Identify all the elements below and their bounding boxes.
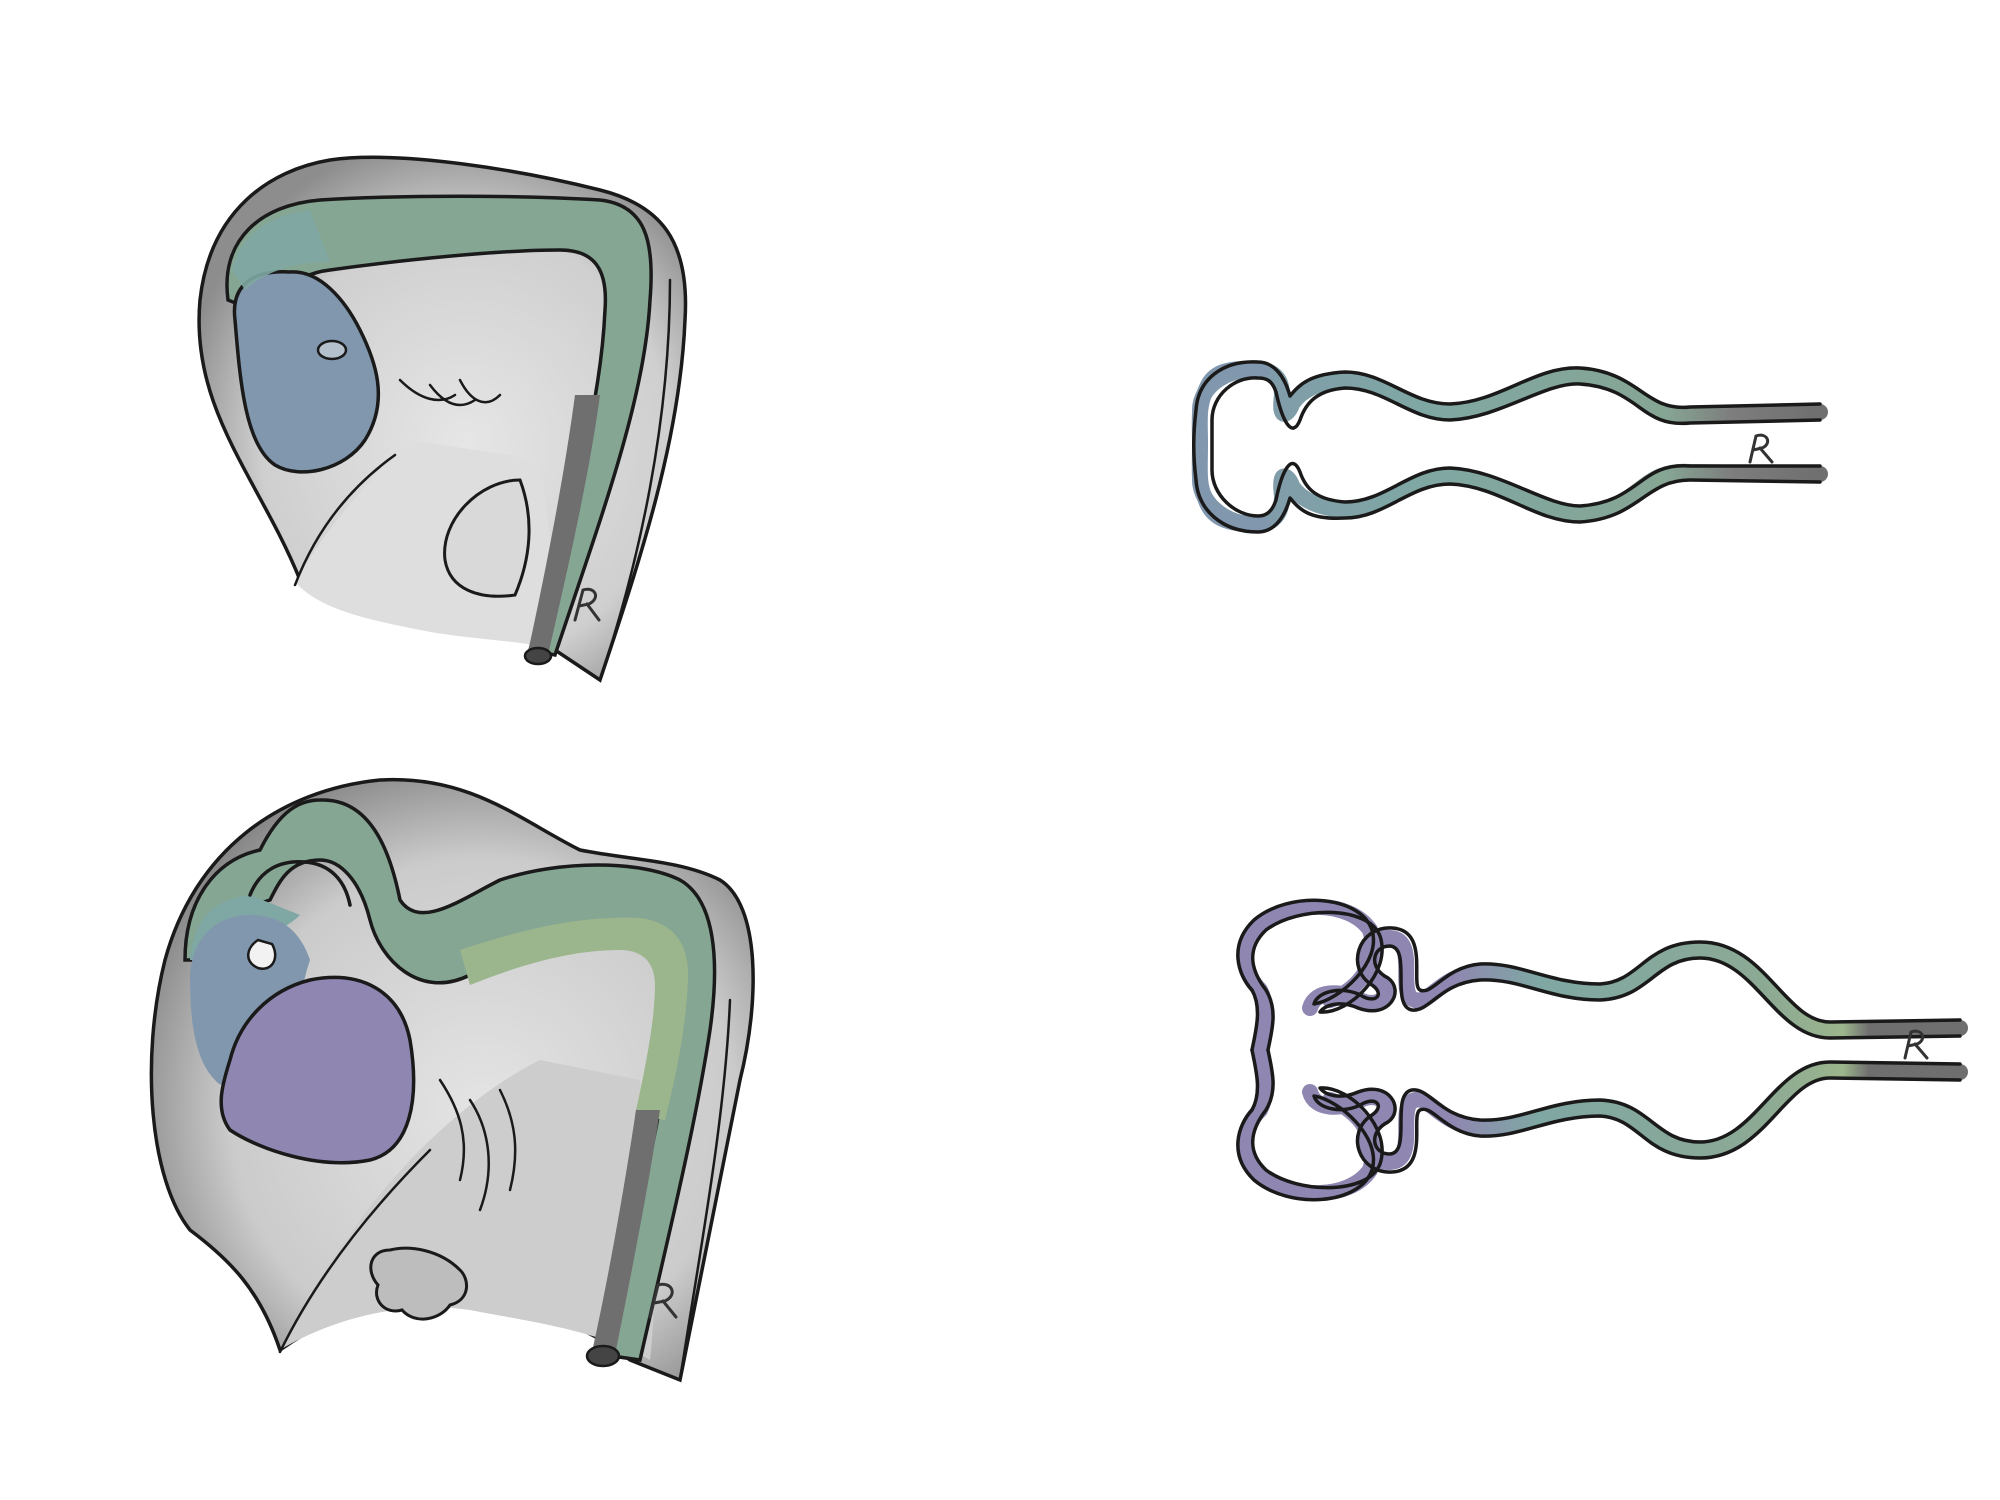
limb-bud-late [369, 1246, 469, 1321]
forebrain-loop-early [1191, 361, 1270, 533]
heart-early [443, 478, 531, 598]
artist-signature-icon [1748, 433, 1774, 464]
neural-tube-late-top-strand [1302, 930, 1968, 1039]
neural-tube-late [1236, 898, 1968, 1202]
forebrain-early [232, 270, 381, 474]
spinal-cord-early [528, 395, 600, 655]
optic-vesicle-late [247, 938, 277, 970]
spinal-cord-early-end [523, 646, 553, 666]
optic-vesicle-early [316, 339, 348, 361]
artist-signature-icon [573, 587, 601, 622]
telencephalon-loop-late [1236, 898, 1381, 1202]
embryo-late [149, 777, 755, 1383]
neural-tube-early [1191, 360, 1828, 534]
forebrain-late [190, 915, 310, 1086]
spinal-cord-late [592, 1110, 660, 1355]
embryo-early [197, 155, 688, 683]
embryo-late-trunk [280, 1060, 655, 1360]
telencephalon-late [219, 975, 416, 1165]
artist-signature-icon [1903, 1029, 1929, 1060]
hindbrain-olive-late [460, 917, 689, 1120]
artist-signature-icon [648, 1282, 678, 1319]
spinal-cord-late-end [585, 1344, 621, 1368]
teal-region-early [232, 210, 330, 290]
neural-tube-late-bottom-strand [1302, 1061, 1968, 1170]
